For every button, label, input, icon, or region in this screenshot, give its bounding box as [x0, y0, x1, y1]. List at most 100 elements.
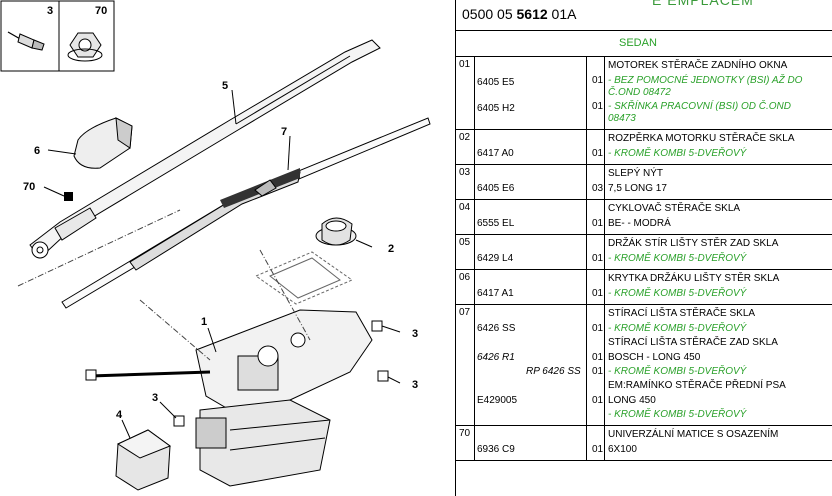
catalog-reference: 0500 05 5612 01A: [462, 6, 576, 22]
part-note: 08473: [608, 113, 636, 124]
group-number: 06: [459, 272, 471, 283]
quantity: 01: [592, 444, 604, 455]
column-divider: [474, 165, 475, 199]
part-note: - KROMĚ KOMBI 5-DVEŘOVÝ: [608, 288, 747, 299]
part-note: BE- - MODRÁ: [608, 218, 671, 229]
parts-group-06: 06 KRYTKA DRŽÁKU LIŠTY STĚR SKLA 6417 A1 01…: [456, 270, 832, 305]
nut-marker-70: [64, 192, 73, 201]
quantity: 01: [592, 218, 604, 229]
callout-6: 6: [34, 145, 40, 157]
column-divider: [474, 57, 475, 129]
column-divider: [474, 200, 475, 234]
flange-nut-icon: [67, 32, 103, 62]
part-number: E429005: [477, 395, 518, 406]
part-note: - BEZ POMOCNÉ JEDNOTKY (BSI) AŽ DO: [608, 75, 803, 86]
callout-70: 70: [23, 181, 35, 193]
ref-prefix: 0500 05: [462, 6, 513, 22]
part-note: LONG 450: [608, 395, 656, 406]
group-title: STÍRACÍ LIŠTA STĚRAČE SKLA: [608, 308, 756, 319]
inset-fasteners: 3 70: [0, 0, 115, 72]
column-divider: [604, 270, 605, 304]
quantity: 01: [592, 253, 604, 264]
group-number: 70: [459, 428, 471, 439]
part-note: 6X100: [608, 444, 637, 455]
column-divider: [604, 305, 605, 425]
column-divider: [586, 57, 587, 129]
column-divider: [604, 165, 605, 199]
callout-2: 2: [388, 243, 394, 255]
column-divider: [474, 270, 475, 304]
part-note: - SKŘÍNKA PRACOVNÍ (BSI) OD Č.OND: [608, 101, 791, 112]
callout-3-left: 3: [152, 392, 158, 404]
column-divider: [586, 200, 587, 234]
quantity: 01: [592, 366, 604, 377]
part-number: 6405 E6: [477, 183, 515, 194]
ref-suffix: 01A: [551, 6, 577, 22]
part-note: - KROMĚ KOMBI 5-DVEŘOVÝ: [608, 366, 747, 377]
callout-1: 1: [201, 316, 207, 328]
part-number: 6417 A0: [477, 148, 514, 159]
part-note: BOSCH - LONG 450: [608, 352, 701, 363]
leader-lines: [43, 89, 401, 439]
column-divider: [586, 426, 587, 460]
part-number: 6426 SS: [477, 323, 516, 334]
callout-3-lower: 3: [412, 379, 418, 391]
column-divider: [586, 165, 587, 199]
gasket-outline: [254, 251, 354, 305]
group-number: 07: [459, 307, 471, 318]
column-divider: [474, 235, 475, 269]
part-note: - KROMĚ KOMBI 5-DVEŘOVÝ: [608, 148, 747, 159]
group-number: 01: [459, 59, 471, 70]
callout-4: 4: [116, 409, 123, 421]
wiper-blade-part-7: [61, 117, 431, 309]
callout-7: 7: [281, 126, 287, 138]
quantity: 01: [592, 75, 604, 86]
reference-header: 0500 05 5612 01A E EMPLACEM: [456, 0, 832, 31]
quantity: 01: [592, 288, 604, 299]
part-number: 6417 A1: [477, 288, 514, 299]
group-title: SLEPÝ NÝT: [608, 168, 664, 179]
parts-group-07: 07 STÍRACÍ LIŠTA STĚRAČE SKLA 6426 SS 01 - K…: [456, 305, 832, 426]
rivet-marker-c: [173, 415, 185, 427]
part-note: - KROMĚ KOMBI 5-DVEŘOVÝ: [608, 409, 747, 420]
parts-list-panel: 0500 05 5612 01A E EMPLACEM SEDAN 01 MOTO…: [455, 0, 832, 496]
arm-cap-part-6: [73, 117, 133, 169]
body-type-label: SEDAN: [619, 37, 657, 49]
inset-label-70: 70: [95, 5, 107, 17]
part-number: 6405 E5: [477, 77, 515, 88]
group-number: 05: [459, 237, 471, 248]
column-divider: [604, 130, 605, 164]
part-note: - KROMĚ KOMBI 5-DVEŘOVÝ: [608, 253, 747, 264]
group-title: ROZPĚRKA MOTORKU STĚRAČE SKLA: [608, 133, 795, 144]
body-type-row: SEDAN: [456, 30, 832, 57]
quantity: 01: [592, 323, 604, 334]
ref-number: 5612: [516, 6, 548, 22]
quantity: 01: [592, 148, 604, 159]
part-number: 6429 L4: [477, 253, 514, 264]
part-note: Č.OND 08472: [608, 87, 671, 98]
group-number: 04: [459, 202, 471, 213]
rivet-icon: [7, 31, 45, 51]
group-title: MOTOREK STĚRAČE ZADNÍHO OKNA: [608, 60, 788, 71]
assembly-lines: [17, 209, 311, 361]
spacer-part-2: [315, 217, 357, 246]
column-divider: [474, 305, 475, 425]
column-divider: [604, 235, 605, 269]
part-number: 6426 R1: [477, 352, 515, 363]
column-divider: [474, 426, 475, 460]
group-title: KRYTKA DRŽÁKU LIŠTY STĚR SKLA: [608, 273, 780, 284]
part-number: 6405 H2: [477, 103, 515, 114]
quantity: 01: [592, 352, 604, 363]
column-divider: [586, 270, 587, 304]
wiper-arm-part-5: [29, 39, 381, 259]
cropped-heading: E EMPLACEM: [652, 0, 754, 8]
rivet-marker-b: [377, 370, 389, 382]
wiper-motor-part-1: [85, 309, 373, 487]
column-divider: [586, 130, 587, 164]
